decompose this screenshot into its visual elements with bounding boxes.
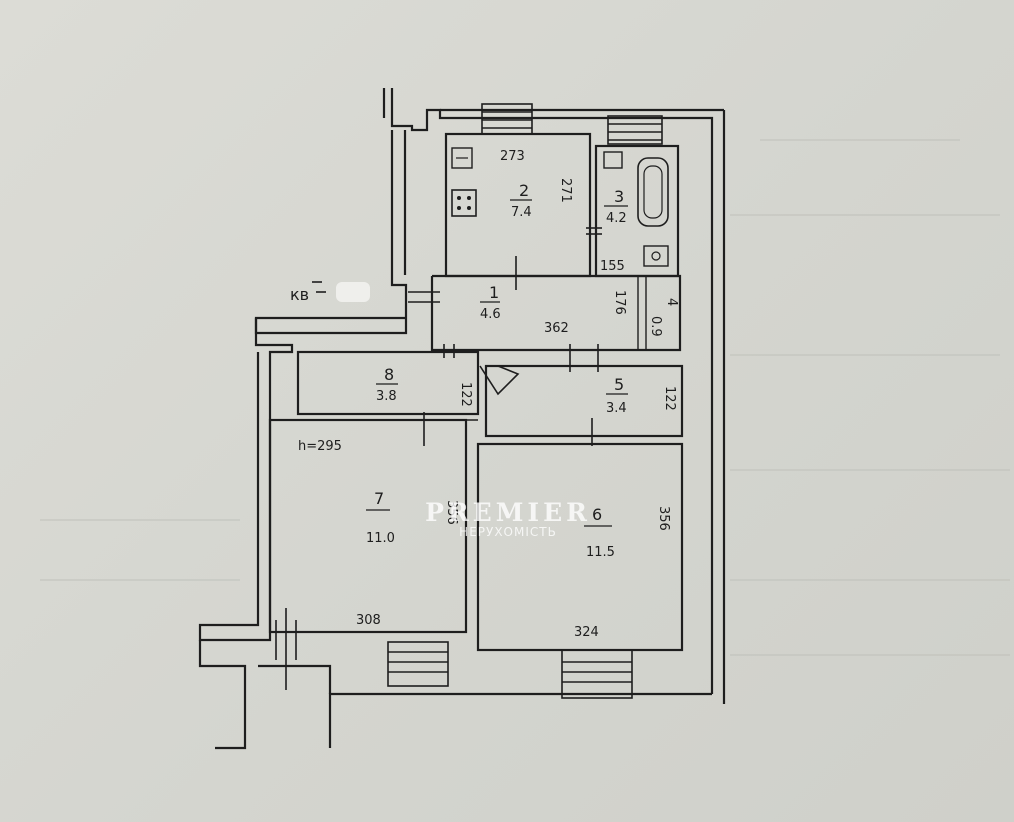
bathtub-icon [637, 157, 669, 227]
windows [387, 103, 663, 699]
room-2-number: 2 [519, 181, 529, 200]
room-2-area: 7.4 [511, 205, 532, 220]
watermark: PREMIER НЕРУХОМІСТЬ [392, 498, 624, 539]
watermark-subtitle: НЕРУХОМІСТЬ [459, 525, 557, 539]
room-5-number: 5 [614, 375, 624, 394]
entrance-arrow-icon [312, 281, 326, 293]
dim-room6-width: 324 [574, 625, 599, 640]
entrance-label: кв [290, 285, 309, 304]
dim-corridor-length: 362 [544, 321, 569, 336]
redaction-mark [336, 282, 370, 302]
dim-pantry-depth: 122 [458, 382, 473, 407]
dim-corridor-depth: 176 [612, 290, 627, 315]
dim-kitchen-depth: 271 [558, 178, 573, 203]
dim-room7-depth: 356 [444, 500, 459, 525]
outer-walls [198, 88, 726, 750]
room-6-number: 6 [592, 505, 602, 524]
toilet-icon [643, 245, 669, 267]
ceiling-height: h=295 [298, 439, 342, 454]
room-7-number: 7 [374, 489, 384, 508]
room-1-area: 4.6 [480, 307, 501, 322]
sink-icon [451, 147, 473, 169]
stove-icon [451, 189, 477, 217]
dim-room7-width: 308 [356, 613, 381, 628]
room-7-area: 11.0 [366, 531, 395, 546]
room-8-number: 8 [384, 365, 394, 384]
doors [275, 227, 602, 690]
room-4-area: 0.9 [648, 316, 663, 337]
room-5-area: 3.4 [606, 401, 627, 416]
room-6-area: 11.5 [586, 545, 615, 560]
room-4-number: 4 [664, 298, 679, 306]
room-8-area: 3.8 [376, 389, 397, 404]
watermark-brand: PREMIER [425, 498, 591, 527]
dim-room6-depth: 356 [656, 506, 671, 531]
paper-ghost-lines [40, 139, 1010, 656]
dim-kitchen-width: 273 [500, 149, 525, 164]
room-1-number: 1 [489, 283, 499, 302]
dimension-labels: 273 271 155 176 362 122 122 356 356 308 … [356, 149, 677, 640]
dim-room5-depth: 122 [662, 386, 677, 411]
room-labels: 1 4.6 2 7.4 3 4.2 4 0.9 5 3.4 6 11.5 7 1… [366, 181, 679, 560]
dim-bath-width: 155 [600, 259, 625, 274]
room-3-number: 3 [614, 187, 624, 206]
bathroom-sink-icon [603, 151, 623, 169]
room-3-area: 4.2 [606, 211, 627, 226]
